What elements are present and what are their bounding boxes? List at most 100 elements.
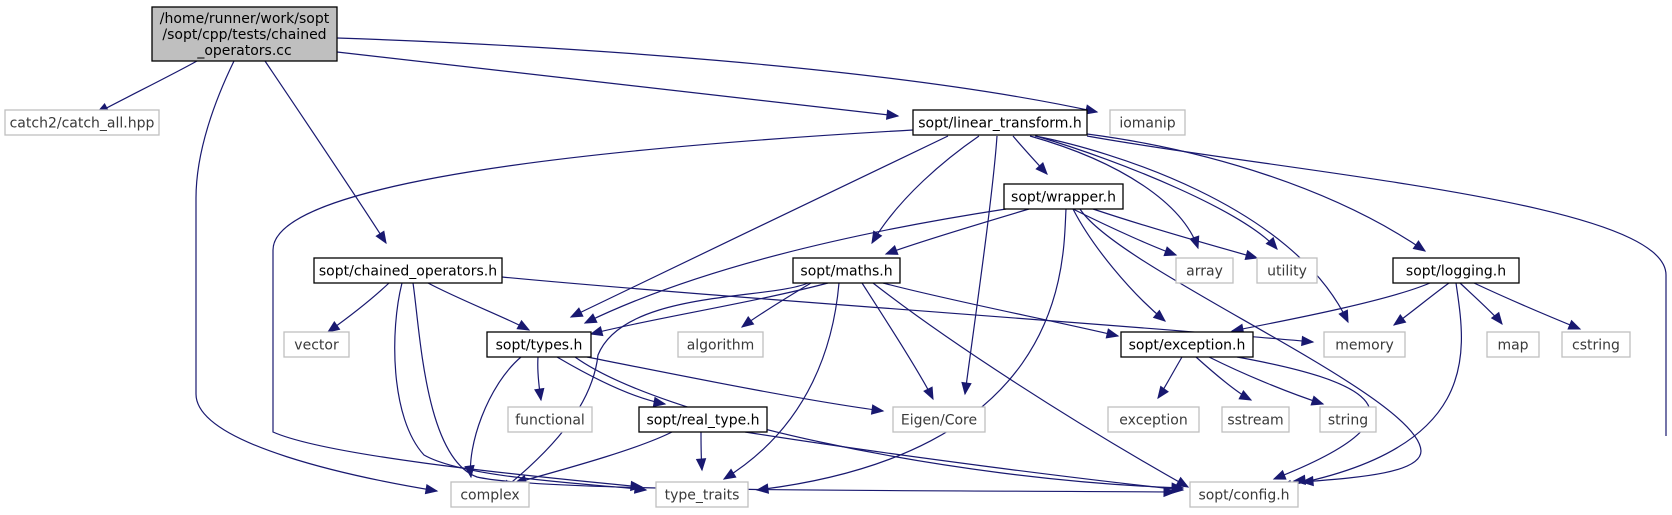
edge-wrapper-to-array (1072, 208, 1178, 257)
arrowhead (1163, 486, 1177, 498)
edge-root-to-catch (95, 60, 198, 114)
arrowhead (722, 468, 737, 480)
node-exception-h[interactable]: sopt/exception.h (1120, 331, 1254, 358)
arrowhead (1238, 389, 1253, 401)
arrowhead (589, 325, 604, 337)
edge-chained-to-vector (326, 282, 390, 333)
edge-root-to-iomanip (336, 37, 1099, 115)
node-wrapper[interactable]: sopt/wrapper.h (1003, 183, 1124, 210)
edge-lt-to-logging (1086, 133, 1427, 252)
node-label: map (1497, 338, 1528, 354)
edge-root-to-complex (195, 60, 439, 495)
arrowhead (583, 313, 598, 324)
node-logging[interactable]: sopt/logging.h (1392, 257, 1520, 284)
node-box (677, 331, 764, 358)
edge-lt-to-type_traits (272, 129, 914, 492)
node-label: sopt/types.h (496, 338, 583, 354)
node-box (1486, 331, 1540, 358)
node-label: cstring (1572, 338, 1620, 354)
edge-types-to-realtype (556, 356, 667, 408)
node-label: vector (294, 338, 339, 354)
node-algorithm: algorithm (677, 331, 764, 358)
node-chained[interactable]: sopt/chained_operators.h (313, 257, 503, 284)
edge-types-to-eigen (586, 356, 885, 415)
node-utility: utility (1256, 257, 1318, 284)
edge-maths-to-complex (499, 282, 809, 492)
node-label: /home/runner/work/sopt (160, 11, 330, 27)
node-box (1175, 257, 1234, 284)
node-label: sopt/logging.h (1406, 264, 1506, 280)
node-label: _operators.cc (196, 43, 291, 59)
node-label: sopt/wrapper.h (1011, 190, 1116, 206)
edge-wrapper-to-type_traits (755, 208, 1067, 494)
edge-chained-to-types (427, 282, 531, 331)
arrowhead (1175, 476, 1190, 488)
arrowhead (870, 404, 885, 415)
arrowhead (1412, 240, 1427, 252)
node-realtype[interactable]: sopt/real_type.h (638, 406, 768, 433)
node-label: sopt/chained_operators.h (319, 264, 497, 280)
node-label: Eigen/Core (901, 413, 977, 429)
arrowhead (1338, 309, 1349, 324)
edge-types-to-functional (534, 356, 545, 402)
node-iomanip: iomanip (1109, 109, 1186, 136)
node-label: catch2/catch_all.hpp (10, 116, 155, 132)
node-label: sopt/exception.h (1129, 338, 1246, 354)
arrowhead (1567, 319, 1582, 330)
node-label: sopt/linear_transform.h (918, 116, 1082, 132)
edge-types-to-complex (464, 356, 522, 479)
arrowhead (1035, 161, 1048, 175)
node-box (655, 481, 749, 508)
node-box (1109, 109, 1186, 136)
edge-lt-to-utility (1035, 135, 1278, 250)
node-box (1319, 406, 1377, 433)
arrowhead (633, 483, 648, 494)
edge-realtype-to-config (744, 431, 1185, 495)
edge-maths-to-algorithm (740, 282, 812, 328)
node-maths[interactable]: sopt/maths.h (792, 257, 901, 284)
edge-maths-to-exception_h (882, 282, 1120, 339)
node-types[interactable]: sopt/types.h (486, 331, 592, 358)
arrowhead (534, 387, 545, 402)
node-box (1561, 331, 1631, 358)
edge-exception_h-to-config (1236, 356, 1371, 480)
edge-wrapper-to-types (583, 208, 1007, 324)
arrowhead (1163, 246, 1178, 257)
arrowhead (923, 386, 934, 401)
node-box (4, 109, 160, 136)
edge-wrapper-to-exception_h (1072, 208, 1167, 322)
arrowhead (1189, 235, 1200, 250)
arrowhead (1171, 483, 1185, 495)
node-box (1003, 183, 1124, 210)
node-label: array (1186, 264, 1223, 280)
arrowhead (424, 483, 439, 495)
node-label: sopt/maths.h (800, 264, 892, 280)
node-label: memory (1335, 338, 1394, 354)
arrowhead (569, 307, 584, 318)
node-label: complex (460, 488, 519, 504)
node-box (151, 6, 338, 62)
node-exception: exception (1107, 406, 1200, 433)
edge-lt-to-eigen (961, 135, 998, 396)
arrowhead (884, 245, 899, 255)
edge-lt-to-memory (1034, 135, 1349, 324)
arrowhead (1301, 335, 1315, 347)
arrowhead (375, 230, 387, 245)
node-box (1323, 331, 1406, 358)
node-lt[interactable]: sopt/linear_transform.h (912, 109, 1088, 136)
node-label: utility (1267, 264, 1307, 280)
arrowhead (1490, 311, 1503, 326)
node-string: string (1319, 406, 1377, 433)
edge-lt-to-wrapper (1012, 135, 1048, 175)
arrowhead (1105, 328, 1120, 339)
node-label: /sopt/cpp/tests/chained (162, 27, 326, 43)
edge-lt-to-types (569, 135, 949, 318)
edge-root-to-lt (336, 51, 900, 120)
arrowhead (1310, 395, 1325, 406)
node-box (1392, 257, 1520, 284)
node-root[interactable]: /home/runner/work/sopt/sopt/cpp/tests/ch… (151, 6, 338, 62)
node-memory: memory (1323, 331, 1406, 358)
node-box (912, 109, 1088, 136)
node-box (450, 481, 530, 508)
